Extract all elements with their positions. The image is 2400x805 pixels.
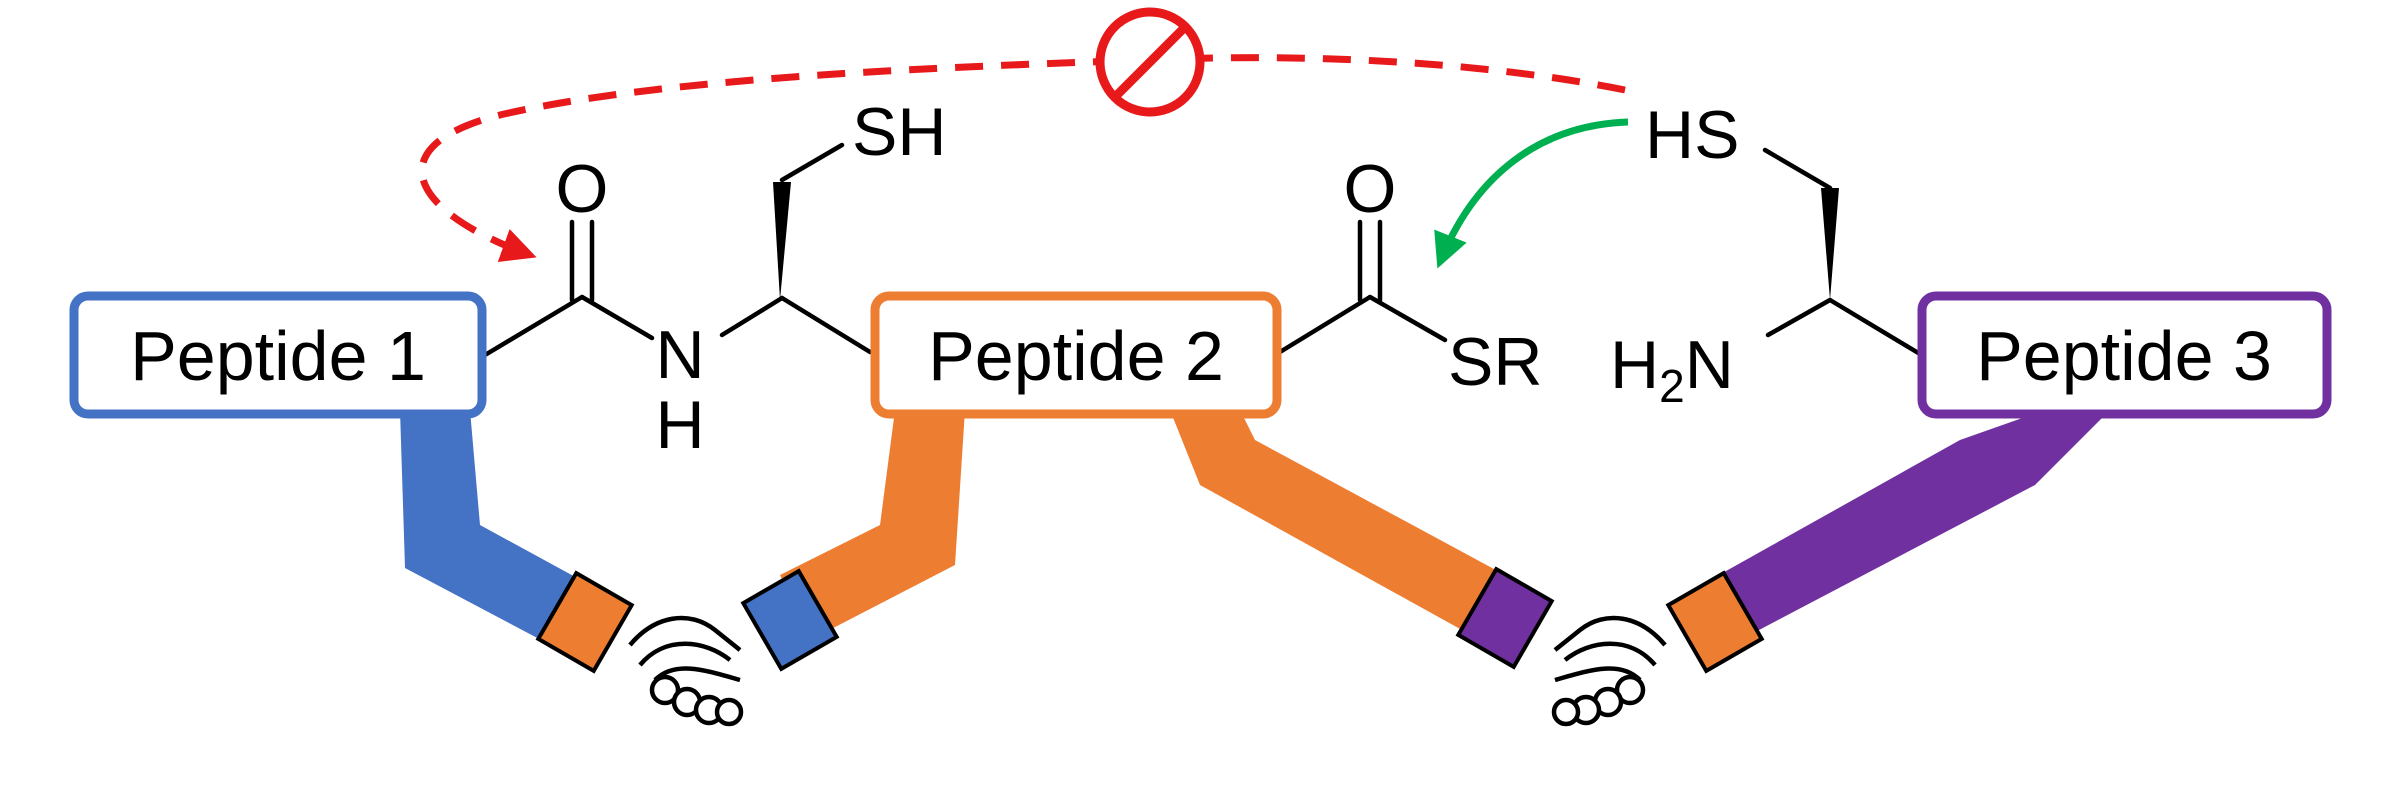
cuff-orange-left [535,570,635,674]
peptide-1-label: Peptide 1 [130,317,426,395]
peptide-3-label: Peptide 3 [1976,317,2272,395]
atom-sr: SR [1448,324,1542,400]
wedge-bond-right [1821,188,1839,300]
peptide-1-arm [400,410,590,650]
peptide-2-left-arm [780,410,965,640]
atom-n-amide: N [655,317,704,393]
no-entry-icon [1095,7,1205,117]
peptide-1-box: Peptide 1 [69,291,487,419]
handshake-icon [1554,618,1665,724]
peptide-2-box: Peptide 2 [870,291,1282,419]
peptide-2-label: Peptide 2 [928,317,1224,395]
cuff-purple [1455,566,1555,670]
atom-o-right: O [1344,151,1397,227]
cuff-orange-right [1665,570,1765,674]
atom-h2n: H2N [1610,327,1734,412]
peptide-2-right-arm [1170,410,1505,640]
atom-hs: HS [1645,97,1739,173]
atom-sh: SH [852,94,946,170]
peptide-3-arm [1710,410,2110,640]
blocked-arrow [418,54,1626,262]
peptide-3-box: Peptide 3 [1917,291,2332,419]
atom-h-amide: H [655,387,704,463]
atom-o-left: O [556,151,609,227]
handshake-icon [630,618,741,724]
chemical-bonds [482,142,1928,360]
wedge-bond-left [773,182,791,300]
allowed-arrow [1434,118,1629,269]
cuff-blue [740,568,840,672]
